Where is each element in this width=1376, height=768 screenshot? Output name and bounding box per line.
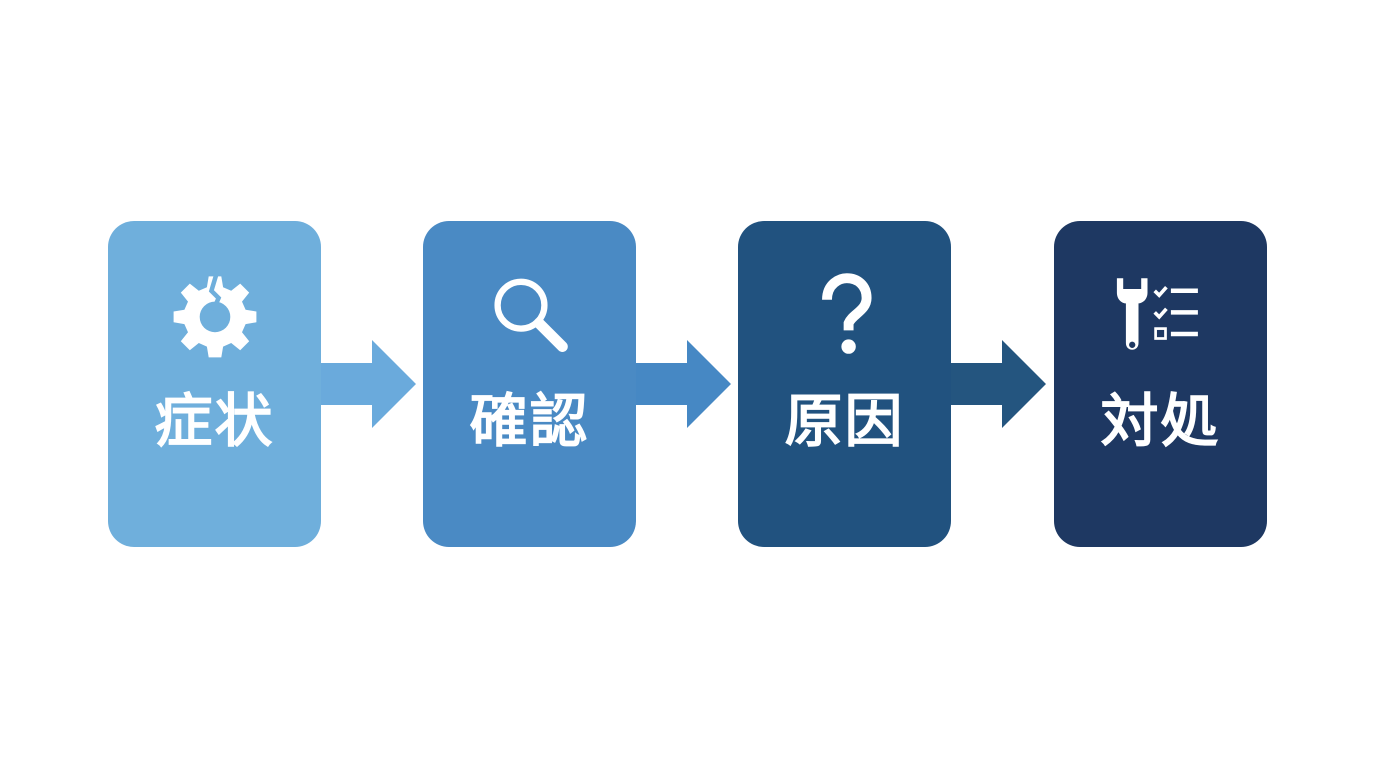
step-label: 原因 bbox=[784, 387, 905, 455]
step-label: 確認 bbox=[469, 387, 590, 455]
step-cause: 原因 bbox=[738, 221, 951, 547]
arrow-right-icon bbox=[636, 340, 731, 428]
step-action: 対処 bbox=[1054, 221, 1267, 547]
wrench-checklist-icon bbox=[1054, 271, 1267, 361]
arrow-right-icon bbox=[951, 340, 1046, 428]
magnifier-icon bbox=[423, 271, 636, 361]
step-symptom: 症状 bbox=[108, 221, 321, 547]
step-check: 確認 bbox=[423, 221, 636, 547]
step-label: 対処 bbox=[1100, 387, 1221, 455]
broken-gear-icon bbox=[108, 271, 321, 361]
step-label: 症状 bbox=[154, 387, 275, 455]
question-mark-icon bbox=[738, 271, 951, 361]
arrow-right-icon bbox=[321, 340, 416, 428]
